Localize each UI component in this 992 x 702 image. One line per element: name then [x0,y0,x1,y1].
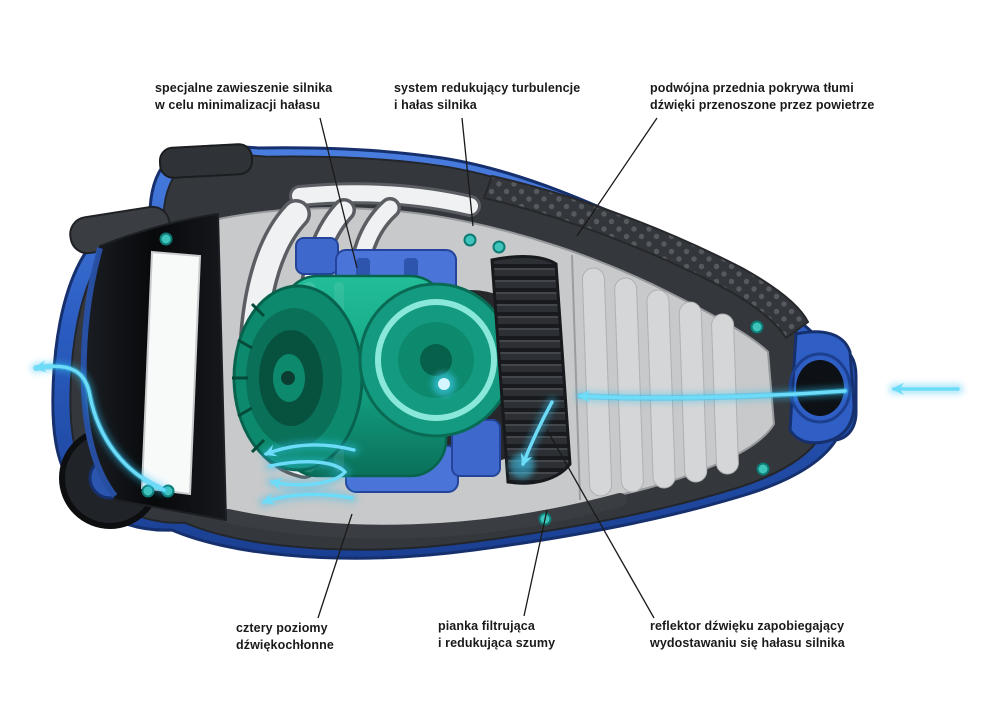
leader-front-cover [576,117,658,237]
airflow-arrow-swirl-1 [263,443,356,457]
airflow-arrow-swirl-3 [261,492,354,505]
label-filter-foam: pianka filtrująca i redukująca szumy [438,618,555,652]
airflow-arrows [30,360,964,508]
label-turbulence-system: system redukujący turbulencje i hałas si… [394,80,580,114]
air-chamber-ribs [571,254,739,501]
screw-dots [141,232,770,526]
label-line: cztery poziomy [236,621,328,635]
dust-compartment [80,212,228,522]
leader-filter-foam [523,509,548,617]
label-line: i redukująca szumy [438,636,556,650]
label-line: specjalne zawieszenie silnika [155,81,333,95]
airflow-arrow-swirl-2 [268,460,348,491]
leader-motor-suspension [319,117,358,269]
label-line: system redukujący turbulencje [394,81,581,95]
airflow-arrow-inlet-inner [577,389,847,403]
label-sound-levels: cztery poziomy dźwiękochłonne [236,620,334,654]
label-sound-reflector: reflektor dźwięku zapobiegający wydostaw… [650,618,845,652]
carry-handle [158,143,254,179]
label-line: dźwiękochłonne [236,638,334,652]
label-line: pianka filtrująca [438,619,535,633]
leader-lines [317,117,658,619]
motor-assembly [232,274,514,478]
filter-panel [140,250,202,496]
label-line: reflektor dźwięku zapobiegający [650,619,845,633]
leader-turbulence-system [461,117,474,227]
label-line: podwójna przednia pokrywa tłumi [650,81,854,95]
front-cover-textured-band [482,174,810,340]
leader-sound-levels [317,513,353,619]
airflow-arrow-exhaust [33,360,166,492]
label-line: w celu minimalizacji hałasu [155,98,321,112]
label-front-cover: podwójna przednia pokrywa tłumi dźwięki … [650,80,874,114]
leader-sound-reflector [546,429,655,619]
label-motor-suspension: specjalne zawieszenie silnika w celu min… [155,80,332,114]
label-line: i hałas silnika [394,98,477,112]
label-line: dźwięki przenoszone przez powietrze [650,98,875,112]
sound-reflector [490,255,572,485]
label-line: wydostawaniu się hałasu silnika [650,636,845,650]
airflow-arrow-reflector-down [520,400,554,467]
